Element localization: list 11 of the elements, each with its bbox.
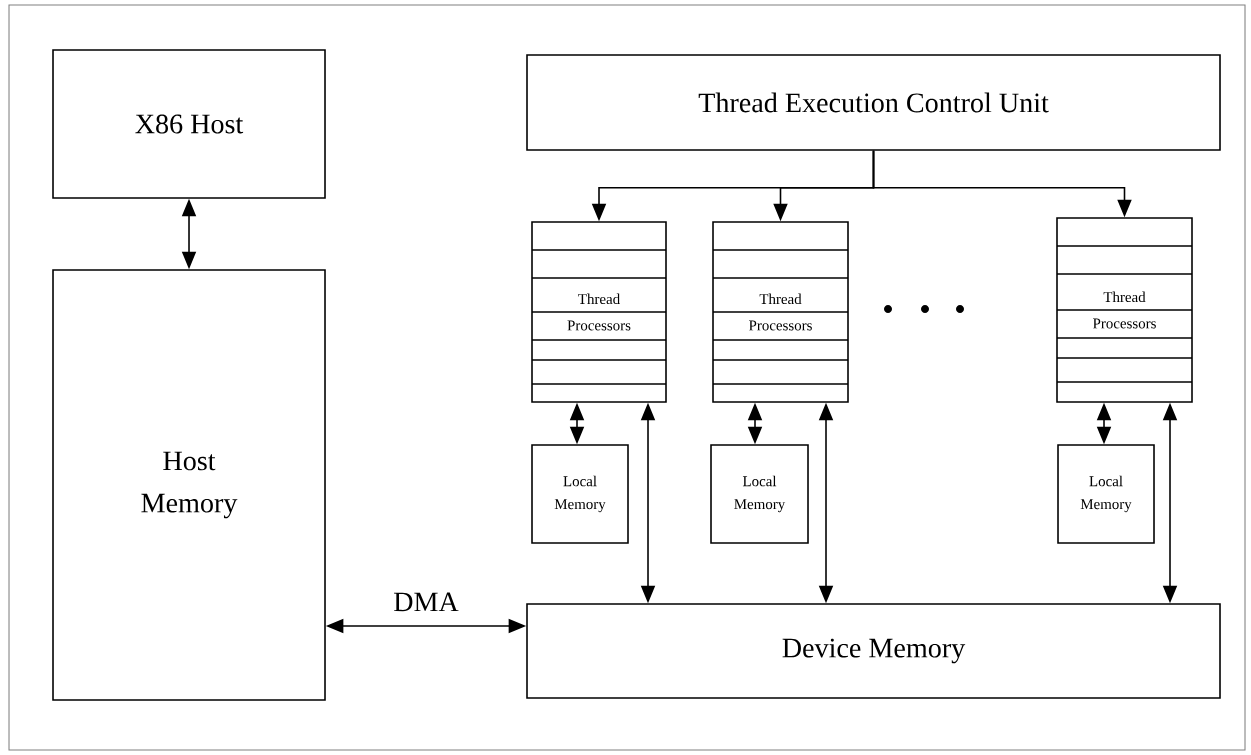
memory-box: Local Memory	[710, 444, 809, 544]
memory-box: Local Memory	[1057, 444, 1155, 544]
edge-label: DMA	[394, 592, 459, 612]
processor-stack: Thread Processors	[1056, 217, 1193, 403]
block-box: X86 Host	[52, 49, 326, 199]
processor-stack: Thread Processors	[712, 221, 849, 403]
memory-box: Local Memory	[531, 444, 629, 544]
block-box: Thread Execution Control Unit	[526, 54, 1221, 151]
processor-stack: Thread Processors	[531, 221, 667, 403]
block-box: Device Memory	[526, 603, 1221, 699]
block-box: Host Memory	[52, 269, 326, 701]
